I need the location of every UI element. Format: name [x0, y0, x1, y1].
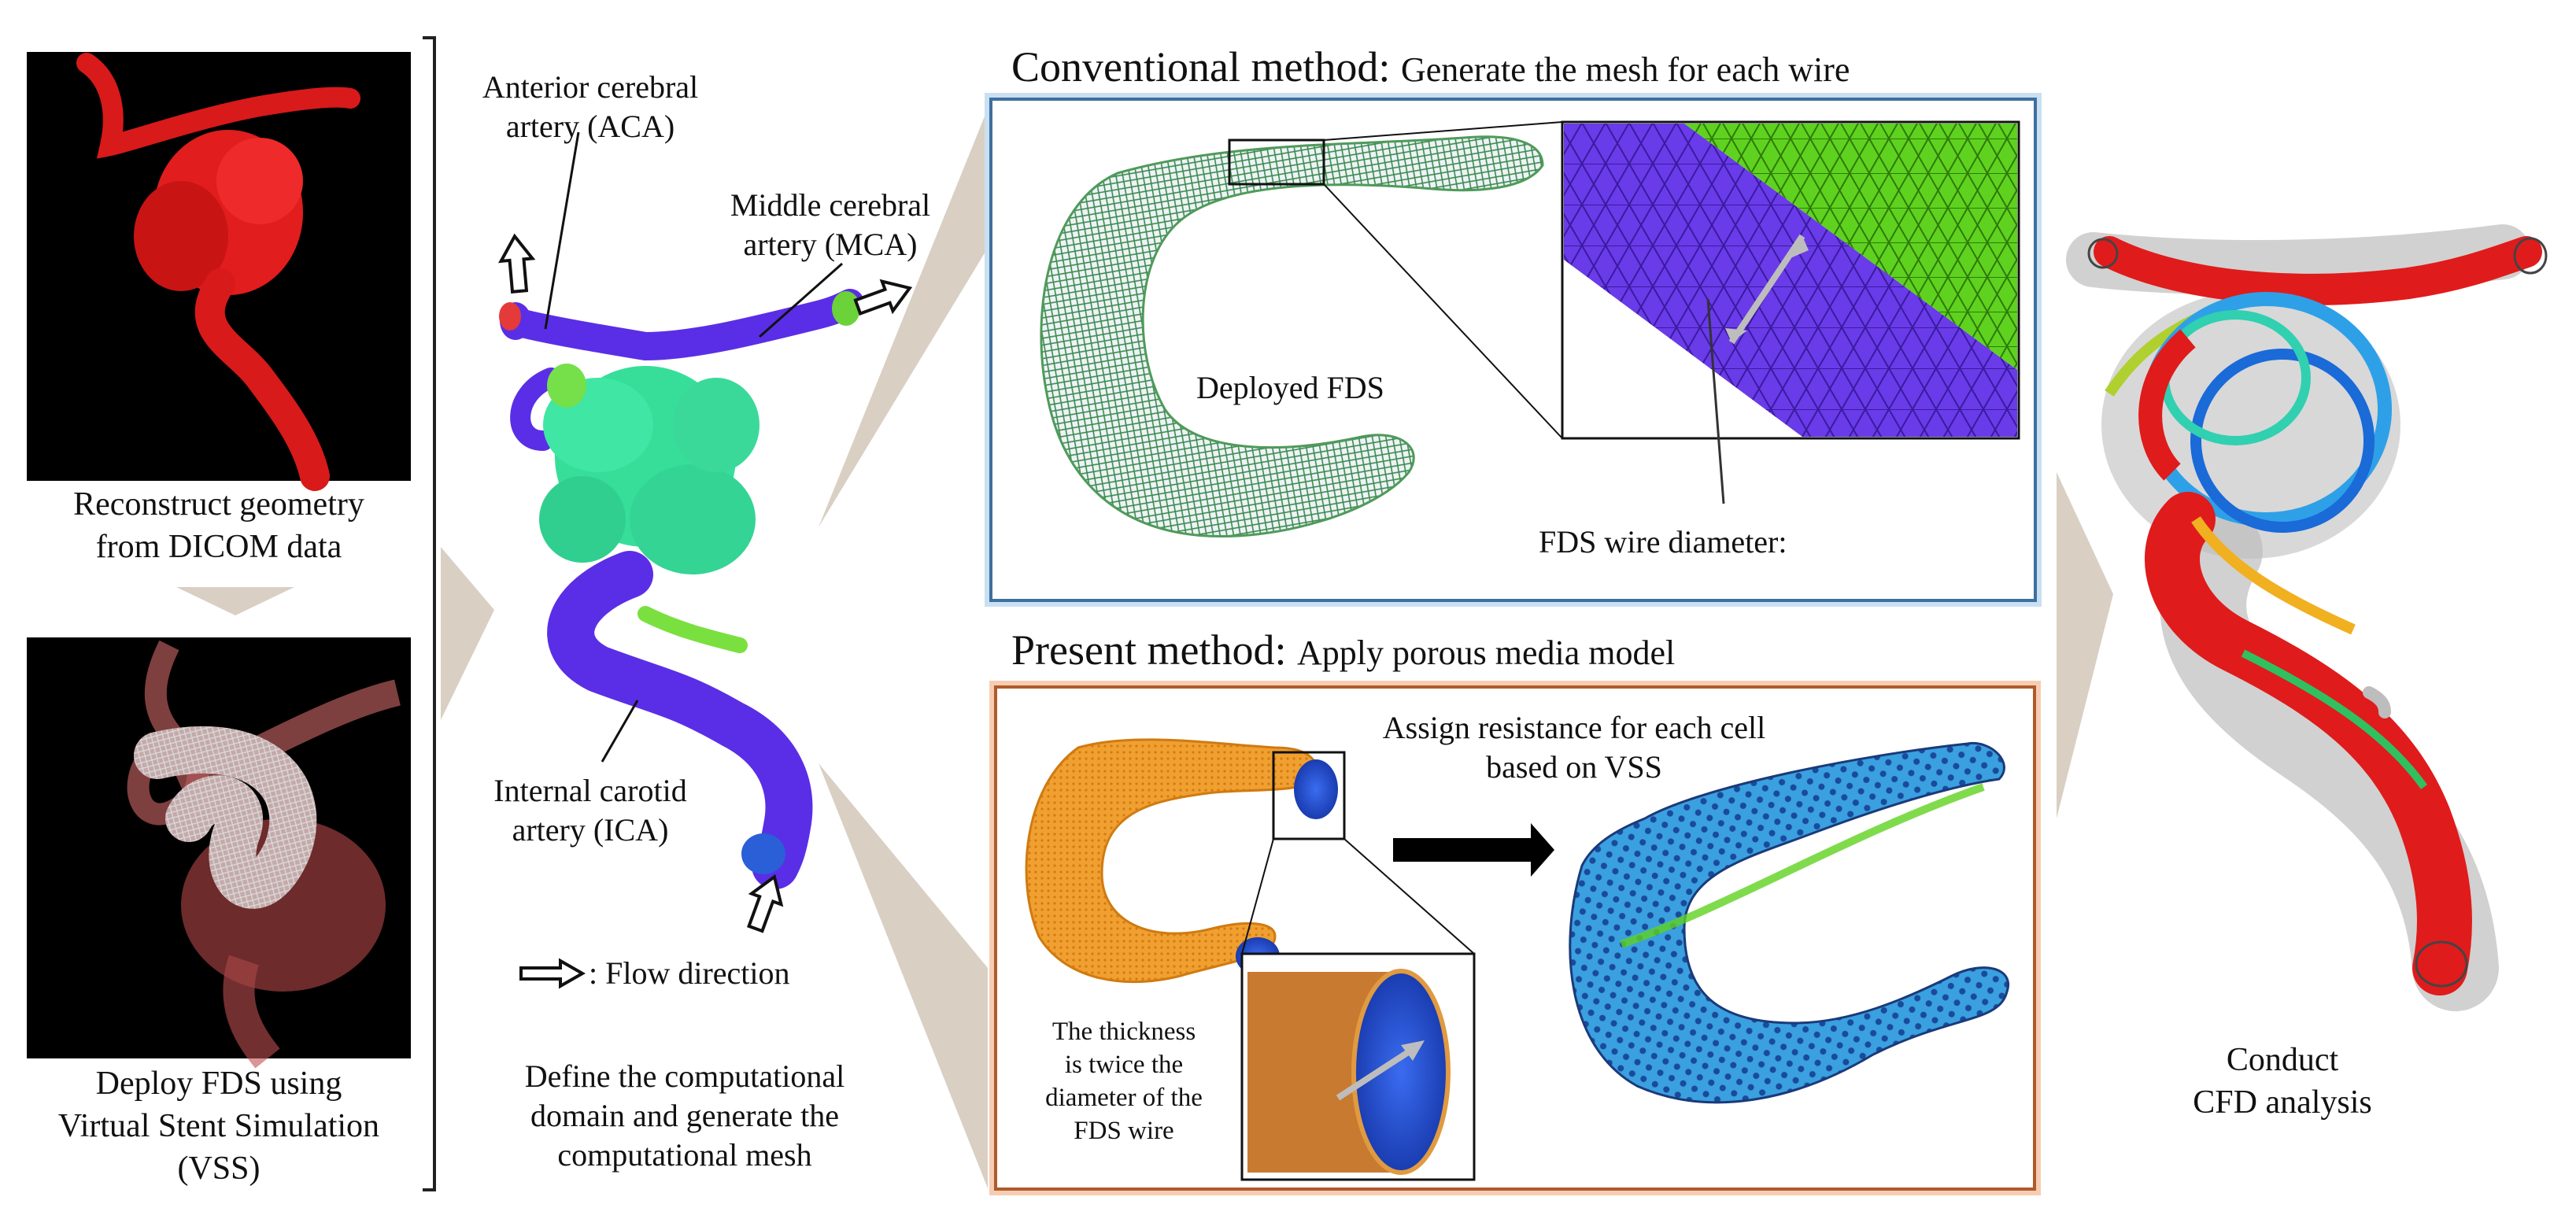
- porous-outlet-disk: [1294, 759, 1338, 819]
- aca-outlet: [499, 302, 521, 331]
- porous-zoom-selection: [1272, 751, 1346, 840]
- thickness-arrow: [1336, 1043, 1419, 1101]
- flow-direction-legend: : Flow direction: [589, 955, 790, 991]
- ica-label: Internal carotid artery (ICA): [441, 771, 740, 850]
- aneurysm-region: [539, 364, 759, 574]
- aca-flow-arrow: [498, 233, 536, 294]
- domain-caption-line3: computational mesh: [557, 1137, 812, 1173]
- cfd-caption: Conduct CFD analysis: [2125, 1039, 2440, 1124]
- aca-label-line1: Anterior cerebral: [482, 69, 699, 105]
- step2-caption-line3: (VSS): [177, 1151, 261, 1187]
- mca-flow-arrow: [853, 279, 913, 316]
- deployed-fds-mesh: [1040, 135, 1544, 538]
- present-title-main: Present method:: [1011, 626, 1287, 674]
- aca-label: Anterior cerebral artery (ACA): [441, 68, 740, 146]
- ica-label-line1: Internal carotid: [493, 773, 687, 808]
- conventional-title-sub: Generate the mesh for each wire: [1400, 50, 1850, 89]
- ica-label-line2: artery (ICA): [512, 812, 669, 848]
- conventional-title: Conventional method: Generate the mesh f…: [1011, 43, 1850, 94]
- mca-label-line1: Middle cerebral: [730, 187, 931, 223]
- present-method-panel: [989, 681, 2041, 1195]
- domain-caption-line1: Define the computational: [524, 1058, 845, 1094]
- thickness-zoom: [1240, 952, 1476, 1181]
- assign-resistance-label: Assign resistance for each cell based on…: [1342, 708, 1806, 787]
- ica-flow-arrow: [746, 874, 784, 933]
- domain-caption-line2: domain and generate the: [530, 1098, 840, 1133]
- transformation-arrow: [1393, 823, 1554, 877]
- fds-wire-diameter-label: FDS wire diameter:: [1539, 524, 1787, 560]
- wire-mesh-zoom: [1561, 120, 2020, 440]
- conventional-method-panel: [985, 93, 2042, 607]
- arrow-to-cfd: [2057, 472, 2113, 818]
- left-bracket: [423, 36, 436, 1191]
- red-vessel-rendering: [76, 53, 360, 491]
- step2-caption: Deploy FDS using Virtual Stent Simulatio…: [19, 1062, 419, 1190]
- flow-direction-legend-arrow: [519, 958, 586, 989]
- funnel-to-present: [819, 763, 988, 1188]
- domain-caption: Define the computational domain and gene…: [464, 1057, 905, 1175]
- purple-wire: [1564, 124, 2017, 437]
- step2-caption-line2: Virtual Stent Simulation: [57, 1108, 380, 1144]
- assign-resistance-line2: based on VSS: [1486, 749, 1662, 785]
- aca-label-line2: artery (ACA): [505, 109, 675, 144]
- step1-caption-line2: from DICOM data: [95, 529, 342, 565]
- left-panel: [27, 36, 494, 1191]
- mca-label-line2: artery (MCA): [743, 227, 918, 262]
- porous-media-vessel: [1025, 738, 1318, 984]
- down-arrow-icon: [176, 587, 294, 615]
- present-title-sub: Apply porous media model: [1296, 633, 1676, 672]
- step1-caption: Reconstruct geometry from DICOM data: [27, 483, 411, 568]
- funnel-to-conventional: [819, 109, 988, 527]
- thickness-label-line2: is twice the: [1064, 1051, 1184, 1079]
- cfd-streamlines: [2066, 224, 2548, 1011]
- mca-outlet: [832, 291, 860, 326]
- ica-inlet: [741, 833, 785, 874]
- right-arrow-icon: [441, 547, 494, 720]
- conventional-title-main: Conventional method:: [1011, 43, 1391, 90]
- vss-resistance-vessel: [1569, 741, 2010, 1104]
- assign-resistance-line1: Assign resistance for each cell: [1382, 710, 1766, 745]
- right-panel: [2057, 224, 2548, 1011]
- thickness-label: The thickness is twice the diameter of t…: [1015, 1015, 1233, 1147]
- deployed-fds-label: Deployed FDS: [1196, 370, 1384, 405]
- present-title: Present method: Apply porous media model: [1011, 626, 1675, 677]
- step2-caption-line1: Deploy FDS using: [95, 1066, 342, 1102]
- cfd-caption-line1: Conduct: [2226, 1042, 2339, 1078]
- thickness-label-line3: diameter of the: [1045, 1084, 1203, 1112]
- thickness-label-line1: The thickness: [1051, 1018, 1196, 1046]
- mca-label: Middle cerebral artery (MCA): [677, 186, 984, 264]
- computational-domain-model: [498, 109, 988, 1188]
- step1-caption-line1: Reconstruct geometry: [73, 486, 364, 523]
- green-wire: [1684, 124, 2017, 370]
- thickness-label-line4: FDS wire: [1074, 1117, 1174, 1145]
- wire-label-leader: [1706, 298, 1725, 504]
- zoom-selection-box: [1228, 139, 1325, 186]
- translucent-vessel-with-stent: [127, 640, 401, 1069]
- cfd-caption-line2: CFD analysis: [2193, 1084, 2372, 1121]
